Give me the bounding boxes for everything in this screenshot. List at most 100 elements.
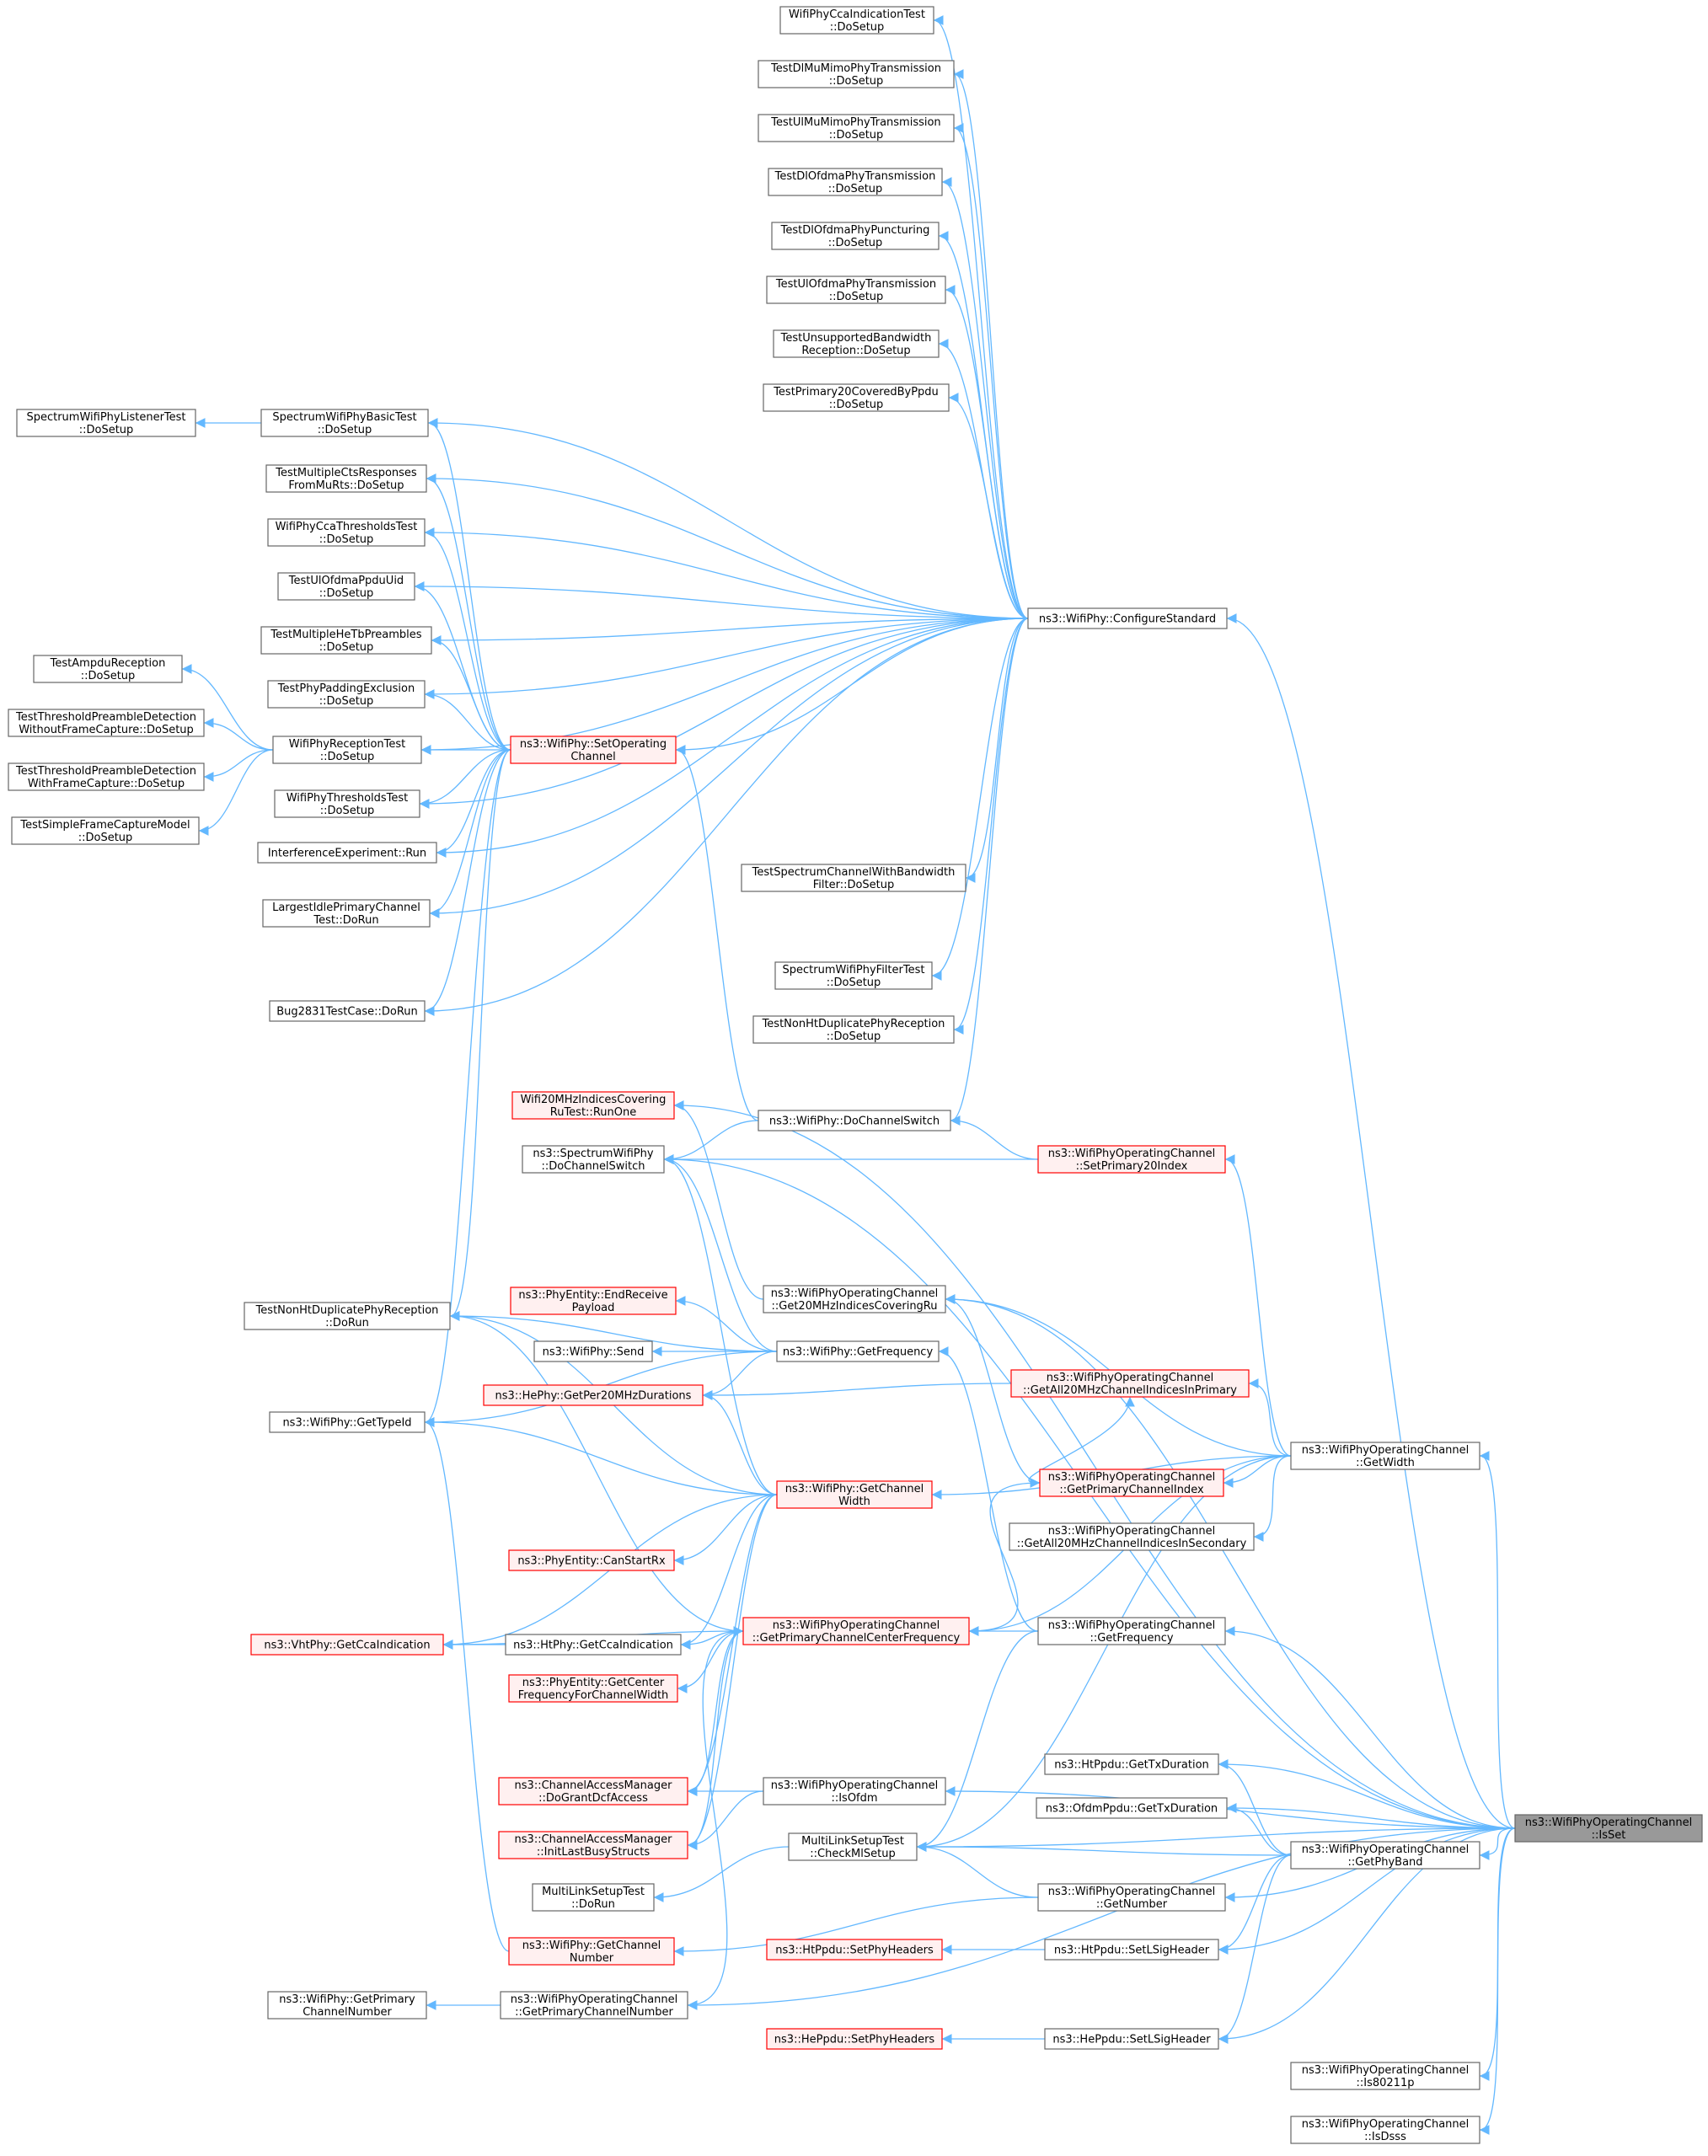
graph-node-n58[interactable]: MultiLinkSetupTest::CheckMlSetup xyxy=(788,1832,918,1861)
node-label: ::DoSetup xyxy=(318,424,372,436)
node-box xyxy=(1290,1841,1480,1870)
node-label: ::GetAll20MHzChannelIndicesInSecondary xyxy=(1017,1538,1247,1550)
graph-node-n47[interactable]: ns3::VhtPhy::GetCcaIndication xyxy=(250,1634,444,1656)
edge-n56-to-n70 xyxy=(1479,1827,1516,2135)
graph-node-n65[interactable]: ns3::WifiPhy::GetPrimaryChannelNumber xyxy=(267,1991,427,2020)
node-box xyxy=(766,1939,943,1961)
graph-node-n7[interactable]: TestUnsupportedBandwidthReception::DoSet… xyxy=(773,329,940,358)
graph-node-n17[interactable]: TestThresholdPreambleDetectionWithoutFra… xyxy=(8,709,205,737)
edge-n26-to-n25 xyxy=(675,618,1029,755)
graph-node-n5[interactable]: TestDlOfdmaPhyPuncturing::DoSetup xyxy=(771,222,940,250)
node-label: ::GetFrequency xyxy=(1090,1632,1173,1645)
graph-node-n15[interactable]: TestPhyPaddingExclusion::DoSetup xyxy=(267,680,426,709)
edge-n20-to-n19 xyxy=(198,749,274,836)
graph-node-n50[interactable]: ns3::WifiPhyOperatingChannel::GetFrequen… xyxy=(1037,1617,1226,1645)
node-box xyxy=(269,1000,426,1022)
node-label: InterferenceExperiment::Run xyxy=(268,848,426,860)
graph-node-n55[interactable]: ns3::OfdmPpdu::GetTxDuration xyxy=(1036,1797,1228,1819)
graph-node-n66[interactable]: ns3::WifiPhyOperatingChannel::GetPrimary… xyxy=(500,1991,688,2020)
graph-node-n37[interactable]: ns3::WifiPhy::Send xyxy=(533,1340,653,1362)
graph-node-n60[interactable]: MultiLinkSetupTest::DoRun xyxy=(532,1883,655,1912)
graph-node-n61[interactable]: ns3::WifiPhyOperatingChannel::GetNumber xyxy=(1037,1883,1226,1912)
edge-n26-to-n24 xyxy=(424,618,1029,1016)
node-label: MultiLinkSetupTest xyxy=(542,1886,645,1898)
graph-node-n39[interactable]: ns3::HePhy::GetPer20MHzDurations xyxy=(483,1384,704,1406)
graph-node-n6[interactable]: TestUlOfdmaPhyTransmission::DoSetup xyxy=(766,276,946,304)
graph-node-n14[interactable]: TestMultipleHeTbPreambles::DoSetup xyxy=(260,626,432,655)
node-label: ns3::WifiPhy::GetChannel xyxy=(785,1483,924,1495)
graph-node-n29[interactable]: TestNonHtDuplicatePhyReception::DoSetup xyxy=(752,1015,955,1044)
node-label: ns3::WifiPhyOperatingChannel xyxy=(1047,1372,1214,1384)
graph-node-n64[interactable]: ns3::HtPpdu::SetLSigHeader xyxy=(1044,1939,1219,1961)
graph-node-n32[interactable]: ns3::SpectrumWifiPhy::DoChannelSwitch xyxy=(522,1145,665,1174)
graph-node-n21[interactable]: WifiPhyThresholdsTest::DoSetup xyxy=(274,789,420,818)
graph-node-n22[interactable]: InterferenceExperiment::Run xyxy=(257,842,437,864)
edge-n33-to-n31 xyxy=(950,1115,1039,1160)
edge-n49-to-n57 xyxy=(687,1630,744,1850)
graph-node-n48[interactable]: ns3::HtPhy::GetCcaIndication xyxy=(505,1634,682,1656)
node-label: ::DoSetup xyxy=(78,832,133,844)
graph-node-n31[interactable]: ns3::WifiPhy::DoChannelSwitch xyxy=(758,1110,951,1131)
graph-node-n40[interactable]: ns3::WifiPhyOperatingChannel::GetAll20MH… xyxy=(1010,1369,1250,1398)
graph-node-n3[interactable]: TestUlMuMimoPhyTransmission::DoSetup xyxy=(758,114,955,142)
node-label: ::DoRun xyxy=(325,1317,369,1329)
edge-n50-to-n38 xyxy=(938,1346,1039,1632)
graph-node-n54[interactable]: ns3::WifiPhyOperatingChannel::IsOfdm xyxy=(763,1777,946,1806)
graph-node-n20[interactable]: WifiPhyReceptionTest::DoSetup xyxy=(272,736,422,764)
graph-node-n46[interactable]: ns3::PhyEntity::CanStartRx xyxy=(508,1549,675,1571)
graph-node-n67[interactable]: ns3::HePpdu::SetPhyHeaders xyxy=(766,2028,943,2050)
graph-node-n1[interactable]: WifiPhyCcaIndicationTest::DoSetup xyxy=(779,6,934,35)
graph-node-n10[interactable]: SpectrumWifiPhyBasicTest::DoSetup xyxy=(260,409,429,437)
graph-node-n45[interactable]: ns3::WifiPhyOperatingChannel::GetAll20MH… xyxy=(1009,1522,1255,1551)
edge-n56-to-n58 xyxy=(916,1827,1516,1852)
graph-node-n49[interactable]: ns3::WifiPhyOperatingChannel::GetPrimary… xyxy=(742,1617,970,1645)
graph-node-n26[interactable]: ns3::WifiPhy::ConfigureStandard xyxy=(1027,607,1228,629)
edge-n56-to-n26 xyxy=(1226,613,1516,1829)
edge-n31-to-n32 xyxy=(663,1120,759,1164)
graph-node-n42[interactable]: ns3::WifiPhyOperatingChannel::GetWidth xyxy=(1290,1442,1480,1470)
node-label: ns3::WifiPhyOperatingChannel xyxy=(1302,2064,1470,2077)
graph-node-n41[interactable]: ns3::WifiPhy::GetTypeId xyxy=(269,1411,426,1433)
graph-node-n12[interactable]: WifiPhyCcaThresholdsTest::DoSetup xyxy=(267,518,426,547)
graph-node-n68[interactable]: ns3::HePpdu::SetLSigHeader xyxy=(1044,2028,1219,2050)
graph-node-n18[interactable]: TestThresholdPreambleDetectionWithFrameC… xyxy=(8,762,205,791)
node-box xyxy=(774,961,933,990)
graph-node-n16[interactable]: TestAmpduReception::DoSetup xyxy=(33,655,183,683)
graph-node-n33[interactable]: ns3::WifiPhyOperatingChannel::SetPrimary… xyxy=(1037,1145,1226,1174)
graph-node-n28[interactable]: SpectrumWifiPhyFilterTest::DoSetup xyxy=(774,961,933,990)
graph-node-n63[interactable]: ns3::HtPpdu::SetPhyHeaders xyxy=(766,1939,943,1961)
graph-node-n9[interactable]: SpectrumWifiPhyListenerTest::DoSetup xyxy=(16,409,196,437)
graph-node-n59[interactable]: ns3::WifiPhyOperatingChannel::GetPhyBand xyxy=(1290,1841,1480,1870)
graph-node-n13[interactable]: TestUlOfdmaPpduUid::DoSetup xyxy=(277,572,415,601)
graph-node-n52[interactable]: ns3::HtPpdu::GetTxDuration xyxy=(1044,1753,1219,1775)
edge-n56-to-n52 xyxy=(1218,1759,1516,1829)
node-label: ns3::WifiPhyOperatingChannel xyxy=(1048,1471,1216,1484)
node-box xyxy=(260,409,429,437)
edges-layer xyxy=(181,15,1516,2135)
graph-node-n38[interactable]: ns3::WifiPhy::GetFrequency xyxy=(776,1340,940,1362)
graph-node-n19[interactable]: TestSimpleFrameCaptureModel::DoSetup xyxy=(11,816,200,845)
graph-node-n36[interactable]: ns3::WifiPhyOperatingChannel::Get20MHzIn… xyxy=(763,1285,946,1313)
graph-node-n56[interactable]: ns3::WifiPhyOperatingChannel::IsSet xyxy=(1514,1814,1703,1843)
graph-node-n70[interactable]: ns3::WifiPhyOperatingChannel::IsDsss xyxy=(1290,2116,1480,2144)
graph-node-n53[interactable]: ns3::ChannelAccessManager::DoGrantDcfAcc… xyxy=(498,1777,688,1806)
graph-node-n27[interactable]: TestSpectrumChannelWithBandwidthFilter::… xyxy=(741,864,966,892)
graph-node-n51[interactable]: ns3::PhyEntity::GetCenterFrequencyForCha… xyxy=(508,1674,678,1703)
graph-node-n2[interactable]: TestDlMuMimoPhyTransmission::DoSetup xyxy=(758,60,955,88)
graph-node-n8[interactable]: TestPrimary20CoveredByPpdu::DoSetup xyxy=(763,383,950,412)
graph-node-n69[interactable]: ns3::WifiPhyOperatingChannel::Is80211p xyxy=(1290,2062,1480,2090)
graph-node-n11[interactable]: TestMultipleCtsResponsesFromMuRts::DoSet… xyxy=(265,464,427,493)
graph-node-n34[interactable]: TestNonHtDuplicatePhyReception::DoRun xyxy=(244,1302,451,1330)
graph-node-n43[interactable]: ns3::WifiPhyOperatingChannel::GetPrimary… xyxy=(1039,1469,1224,1497)
graph-node-n4[interactable]: TestDlOfdmaPhyTransmission::DoSetup xyxy=(768,168,943,196)
node-label: TestAmpduReception xyxy=(50,657,166,670)
graph-node-n57[interactable]: ns3::ChannelAccessManager::InitLastBusyS… xyxy=(498,1831,688,1859)
node-label: ::IsDsss xyxy=(1364,2131,1406,2143)
graph-node-n24[interactable]: Bug2831TestCase::DoRun xyxy=(269,1000,426,1022)
